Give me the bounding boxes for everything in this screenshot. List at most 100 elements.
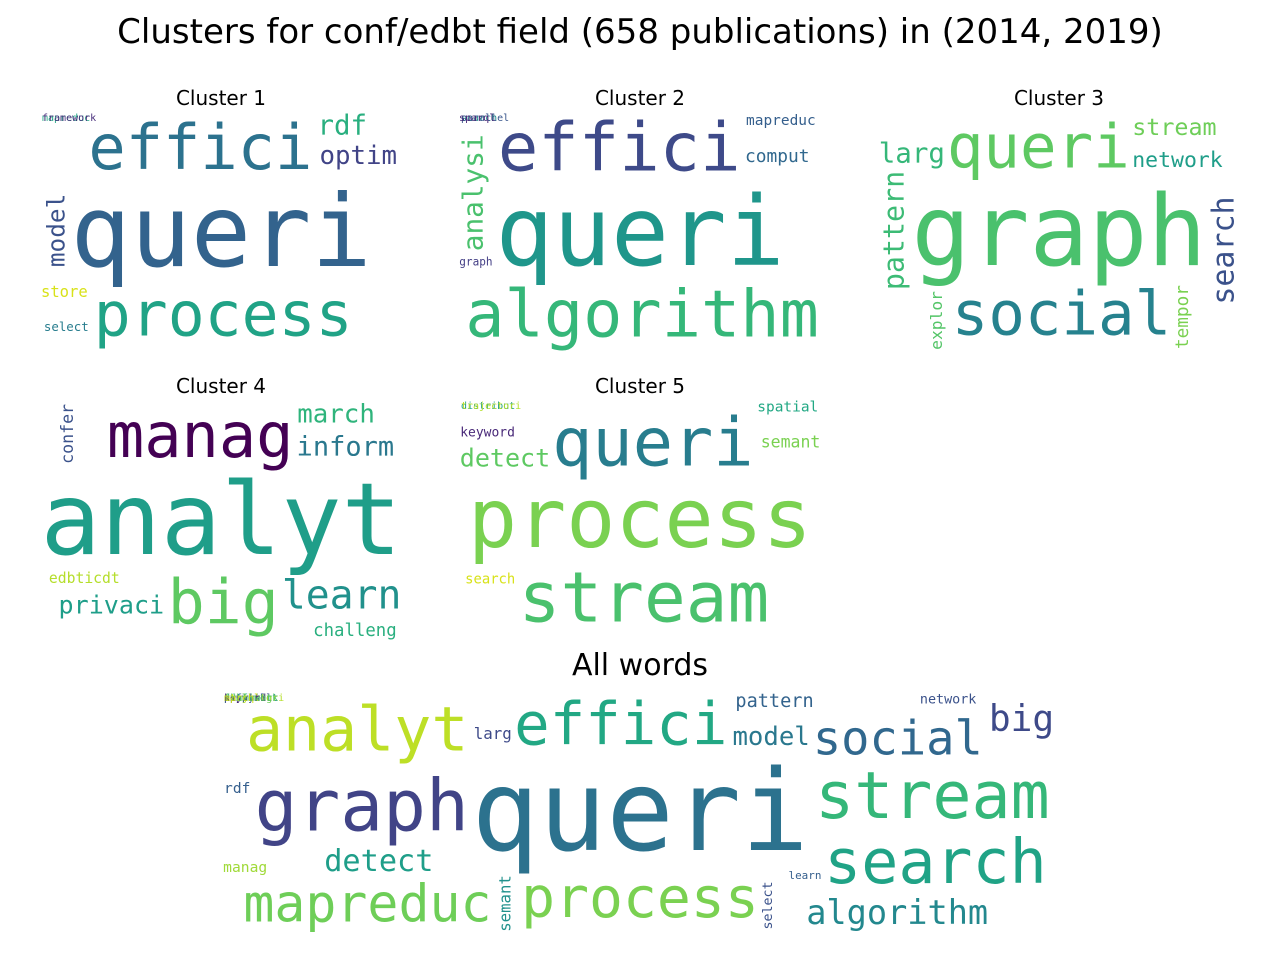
word-mapreduc: mapreduc	[243, 874, 492, 932]
word-algorithm: algorithm	[465, 276, 819, 352]
word-parallel: parallel	[461, 113, 510, 124]
word-explor: explor	[927, 291, 947, 350]
word-march: march	[224, 693, 255, 704]
word-store: store	[224, 693, 255, 704]
word-tempor: tempor	[224, 693, 261, 704]
word-inform: inform	[224, 693, 261, 704]
word-detect: detect	[324, 844, 434, 880]
word-learn: learn	[788, 868, 822, 882]
word-search: search	[1206, 196, 1240, 305]
word-effici: effici	[88, 112, 313, 184]
word-inform: inform	[296, 431, 395, 463]
word-explor: explor	[224, 693, 261, 704]
word-analyt: analyt	[40, 461, 402, 578]
cloud-title-5: Cluster 5	[594, 374, 686, 398]
word-confer: confer	[224, 693, 261, 704]
word-model: model	[732, 722, 810, 753]
word-stream: stream	[815, 758, 1050, 834]
word-edbticdt: edbticdt	[224, 693, 273, 704]
word-algorithm: algorithm	[806, 892, 989, 932]
word-pattern: pattern	[878, 170, 911, 291]
word-rdf: rdf	[317, 112, 368, 142]
word-spatial: spatial	[224, 693, 267, 704]
word-graph: graph	[254, 764, 469, 848]
word-search: search	[461, 113, 498, 124]
word-queri: queri	[471, 747, 809, 877]
cloud-title-2: Cluster 2	[594, 86, 686, 110]
word-queri: queri	[495, 176, 785, 288]
word-process: process	[93, 279, 353, 351]
word-comput: comput	[744, 145, 810, 167]
word-trajectori: trajectori	[461, 401, 522, 412]
word-sparql: sparql	[459, 113, 496, 125]
word-privaci: privaci	[224, 693, 267, 704]
word-challeng: challeng	[224, 693, 273, 704]
cloud-title-3: Cluster 3	[1013, 86, 1105, 110]
word-spatial: spatial	[757, 400, 819, 416]
word-larg: larg	[473, 724, 512, 744]
word-graph: graph	[911, 175, 1207, 289]
figure-title: Clusters for conf/edbt field (658 public…	[117, 12, 1163, 52]
word-keyword: keyword	[224, 693, 267, 704]
word-model: model	[41, 193, 71, 268]
word-manag: manag	[106, 400, 294, 472]
word-comput: comput	[224, 693, 261, 704]
word-queri: queri	[552, 403, 754, 482]
word-trajectori: trajectori	[224, 693, 285, 704]
word-search: search	[465, 571, 516, 588]
word-manag: manag	[223, 858, 268, 876]
word-analysi: analysi	[224, 693, 267, 704]
word-parallel: parallel	[224, 693, 273, 704]
word-store: store	[40, 282, 88, 301]
word-edbticdt: edbticdt	[48, 570, 120, 588]
word-select: select	[761, 881, 777, 930]
word-learn: learn	[281, 572, 402, 619]
word-semant: semant	[495, 875, 515, 932]
word-march: march	[297, 400, 375, 430]
word-sparql: sparql	[224, 693, 261, 704]
word-tempor: tempor	[1173, 285, 1194, 350]
word-social: social	[951, 279, 1172, 350]
word-analysi: analysi	[459, 134, 490, 252]
word-big: big	[167, 567, 279, 639]
word-effici: effici	[514, 692, 728, 759]
word-graph: graph	[459, 255, 493, 269]
word-stream: stream	[1132, 113, 1217, 142]
word-social: social	[812, 711, 983, 767]
word-semant: semant	[760, 432, 821, 452]
word-queri: queri	[70, 173, 372, 290]
word-optim: optim	[319, 140, 398, 171]
word-search: search	[824, 825, 1047, 898]
word-framework: framework	[224, 693, 279, 704]
word-process: process	[468, 472, 812, 567]
word-pattern: pattern	[735, 692, 814, 712]
word-network: network	[1132, 148, 1223, 174]
word-framework: framework	[42, 113, 97, 124]
word-distribut: distribut	[224, 693, 279, 704]
cloud-title-6: All words	[571, 648, 709, 683]
word-detect: detect	[459, 443, 551, 473]
word-challeng: challeng	[313, 620, 397, 640]
word-select: select	[43, 318, 89, 334]
cloud-title-4: Cluster 4	[175, 374, 267, 398]
word-distribut: distribut	[461, 401, 516, 412]
word-mapreduc: mapreduc	[746, 112, 816, 129]
word-stream: stream	[518, 558, 770, 639]
word-larg: larg	[878, 137, 945, 170]
word-analyt: analyt	[245, 693, 469, 766]
word-mapreduc: mapreduc	[42, 113, 91, 124]
word-rdf: rdf	[224, 780, 251, 798]
word-big: big	[988, 697, 1055, 741]
word-privaci: privaci	[58, 590, 165, 620]
word-optim: optim	[224, 693, 255, 704]
cloud-title-1: Cluster 1	[175, 86, 267, 110]
word-process: process	[521, 866, 759, 932]
word-keyword: keyword	[460, 425, 515, 441]
word-network: network	[919, 692, 977, 708]
